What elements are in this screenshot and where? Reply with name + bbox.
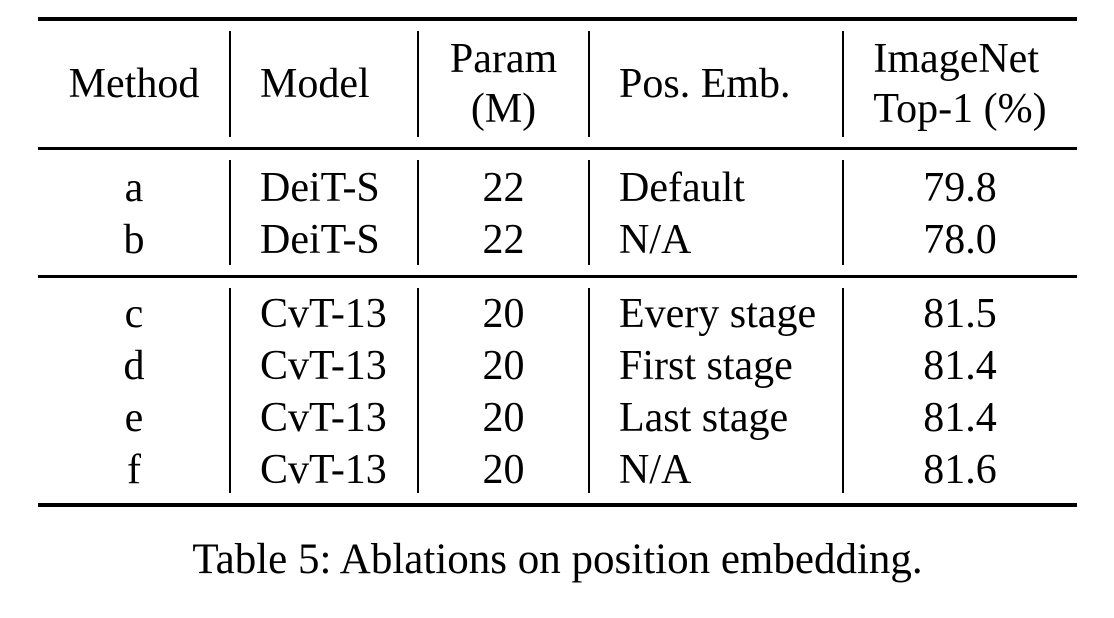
cell-method: c: [124, 291, 144, 337]
header-imagenet-block: ImageNet Top-1 (%): [873, 34, 1046, 134]
column-divider: [588, 160, 590, 265]
header-imagenet-line2: Top-1 (%): [873, 86, 1047, 132]
column-divider: [229, 288, 231, 493]
cell-pos-emb: Last stage: [619, 395, 789, 441]
cell-param: 22: [482, 217, 525, 263]
cell-model: DeiT-S: [260, 217, 380, 263]
header-param-line1: Param: [449, 36, 558, 82]
cell-top1: 78.0: [923, 217, 997, 263]
cell-model: CvT-13: [260, 291, 387, 337]
cell-method: e: [124, 395, 144, 441]
column-divider: [229, 31, 231, 137]
table-top-rule: [38, 17, 1077, 21]
header-param: Param (M): [418, 34, 589, 134]
header-param-line2: (M): [470, 86, 537, 132]
table-row: a DeiT-S 22 Default 79.8: [38, 162, 1077, 214]
cell-method: d: [123, 343, 145, 389]
cell-top1: 79.8: [923, 165, 997, 211]
cell-pos-emb: Default: [619, 165, 745, 211]
column-divider: [417, 31, 419, 137]
header-method: Method: [38, 60, 230, 108]
cell-pos-emb: First stage: [619, 343, 793, 389]
header-imagenet-line1: ImageNet: [873, 36, 1039, 82]
table-bottom-rule: [38, 503, 1077, 507]
cell-top1: 81.5: [923, 291, 997, 337]
header-pos-emb: Pos. Emb.: [589, 60, 843, 108]
header-imagenet: ImageNet Top-1 (%): [843, 34, 1077, 134]
cell-model: CvT-13: [260, 343, 387, 389]
column-divider: [588, 288, 590, 493]
table-row: d CvT-13 20 First stage 81.4: [38, 340, 1077, 392]
table-group-deit: a DeiT-S 22 Default 79.8 b DeiT-S 22 N/A…: [38, 150, 1077, 275]
cell-param: 20: [482, 395, 525, 441]
column-divider: [842, 288, 844, 493]
column-divider: [588, 31, 590, 137]
column-divider: [229, 160, 231, 265]
table-row: e CvT-13 20 Last stage 81.4: [38, 392, 1077, 444]
table-row: f CvT-13 20 N/A 81.6: [38, 444, 1077, 496]
column-divider: [842, 160, 844, 265]
cell-model: CvT-13: [260, 395, 387, 441]
header-row: Method Model Param (M) Pos. Emb. ImageNe…: [38, 34, 1077, 134]
cell-method: b: [123, 217, 145, 263]
cell-pos-emb: Every stage: [619, 291, 817, 337]
cell-model: CvT-13: [260, 447, 387, 493]
header-model-label: Model: [260, 61, 370, 107]
header-rule: [38, 147, 1077, 150]
column-divider: [417, 160, 419, 265]
header-pos-emb-label: Pos. Emb.: [619, 61, 791, 107]
cell-param: 20: [482, 447, 525, 493]
cell-top1: 81.4: [923, 343, 997, 389]
cell-method: f: [127, 447, 141, 493]
header-model: Model: [230, 60, 418, 108]
column-divider: [417, 288, 419, 493]
table-group-cvt: c CvT-13 20 Every stage 81.5 d CvT-13 20…: [38, 278, 1077, 503]
cell-param: 22: [482, 165, 525, 211]
cell-pos-emb: N/A: [619, 217, 692, 263]
header-method-label: Method: [68, 61, 200, 107]
table-row: b DeiT-S 22 N/A 78.0: [38, 214, 1077, 266]
cell-method: a: [124, 165, 144, 211]
group-separator-rule: [38, 275, 1077, 278]
table-row: c CvT-13 20 Every stage 81.5: [38, 288, 1077, 340]
table-header-section: Method Model Param (M) Pos. Emb. ImageNe…: [38, 21, 1077, 147]
cell-pos-emb: N/A: [619, 447, 692, 493]
cell-top1: 81.6: [923, 447, 997, 493]
column-divider: [842, 31, 844, 137]
table-caption: Table 5: Ablations on position embedding…: [192, 536, 923, 583]
cell-top1: 81.4: [923, 395, 997, 441]
cell-model: DeiT-S: [260, 165, 380, 211]
cell-param: 20: [482, 343, 525, 389]
cell-param: 20: [482, 291, 525, 337]
ablation-table: Method Model Param (M) Pos. Emb. ImageNe…: [38, 17, 1077, 583]
